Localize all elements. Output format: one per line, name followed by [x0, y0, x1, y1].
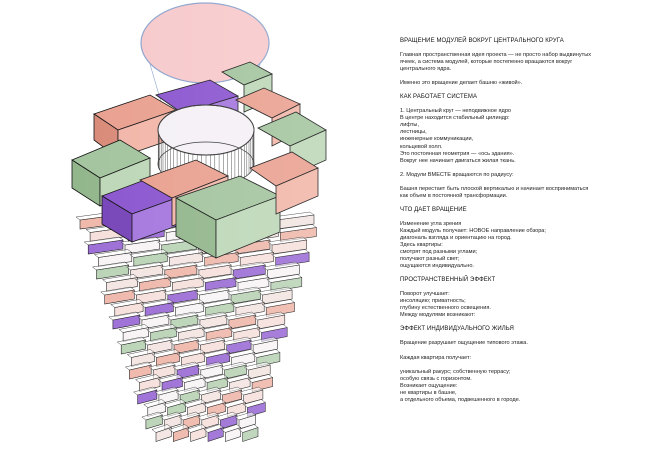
- description-blocks: Главная пространственная идея проекта — …: [400, 52, 648, 404]
- paragraph: 1. Центральный круг — неподвижное ядро В…: [400, 108, 516, 164]
- fade-overlay: [60, 0, 330, 455]
- paragraph: Изменение угла зрения Каждый модуль полу…: [400, 220, 546, 270]
- section-heading: ЧТО ДАЕТ ВРАЩЕНИЕ: [400, 206, 467, 213]
- paragraph: Именно это вращение делает башню «живой»…: [400, 80, 523, 87]
- section-heading: ПРОСТРАНСТВЕННЫЙ ЭФФЕКТ: [400, 277, 496, 284]
- description-panel: ВРАЩЕНИЕ МОДУЛЕЙ ВОКРУГ ЦЕНТРАЛЬНОГО КРУ…: [400, 38, 648, 404]
- section-heading: КАК РАБОТАЕТ СИСТЕМА: [400, 94, 478, 101]
- paragraph: 2. Модули ВМЕСТЕ вращаются по радиусу:: [400, 171, 514, 178]
- paragraph: Поворот улучшает: инсоляцию; приватность…: [400, 291, 491, 319]
- section-heading: ЭФФЕКТ ИНДИВИДУАЛЬНОГО ЖИЛЬЯ: [400, 326, 514, 333]
- paragraph: Вращение разрушает ощущение типового эта…: [400, 340, 528, 347]
- paragraph: Главная пространственная идея проекта — …: [400, 52, 592, 73]
- panel-title: ВРАЩЕНИЕ МОДУЛЕЙ ВОКРУГ ЦЕНТРАЛЬНОГО КРУ…: [400, 38, 564, 44]
- paragraph: Каждая квартира получает:: [400, 354, 472, 361]
- paragraph: уникальный ракурс; собственную террасу; …: [400, 368, 521, 403]
- paragraph: Башня перестает быть плоской вертикалью …: [400, 185, 589, 199]
